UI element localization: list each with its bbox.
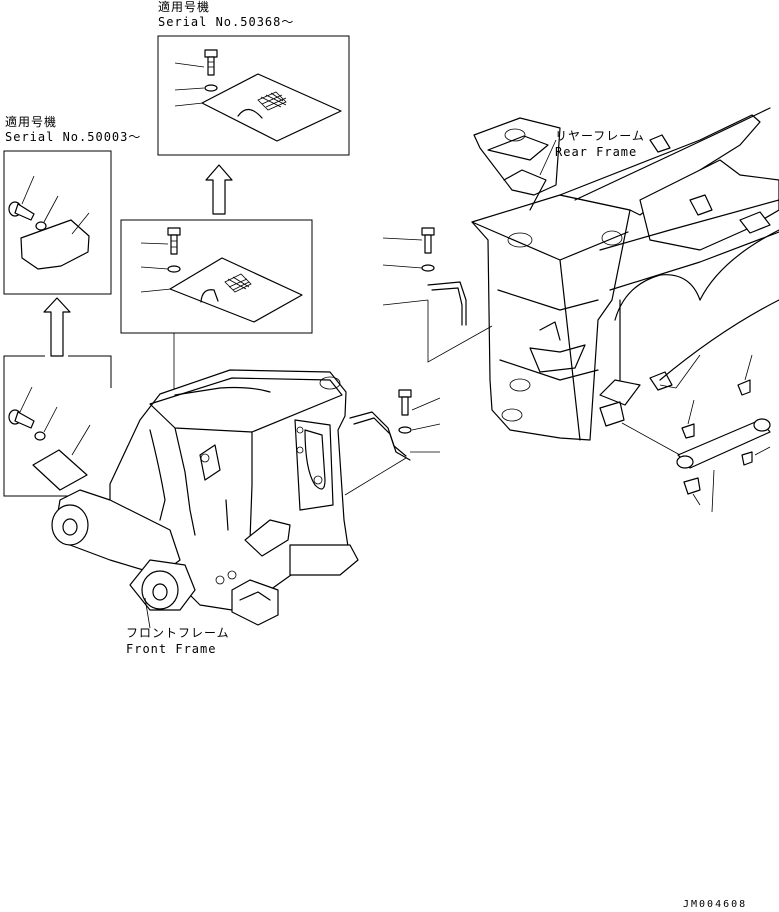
front-frame-jp-label: フロントフレーム (126, 626, 230, 640)
bolt-icon (421, 227, 435, 254)
pin-icon (683, 477, 701, 495)
cover-plate-icon (32, 449, 88, 491)
cover-plate-icon (201, 73, 342, 142)
washer-icon (398, 426, 412, 434)
serial-left-jp-label: 適用号機 (5, 115, 58, 129)
rear-bracket-assembly (382, 227, 493, 363)
drawing-id: JM004608 (683, 899, 748, 910)
rear-frame (471, 107, 779, 441)
washer-icon (167, 265, 181, 273)
washer-icon (421, 264, 435, 272)
washer-icon (34, 431, 46, 441)
bolt-icon (204, 49, 218, 76)
tie-bar (621, 354, 771, 513)
rear-frame-leader (539, 139, 557, 176)
pin-icon (741, 451, 753, 466)
detail-box-serial-50368 (157, 35, 350, 156)
rear-frame-jp-label: リヤーフレーム (555, 129, 645, 143)
bolt-icon (8, 201, 35, 221)
up-arrow-icon (43, 297, 71, 357)
rear-frame-en-label: Rear Frame (555, 145, 638, 159)
cover-plate-icon (169, 257, 303, 323)
detail-box-lower-left (3, 355, 112, 497)
washer-icon (204, 84, 218, 92)
front-frame-leader (144, 597, 151, 629)
cover-plate-icon (20, 219, 90, 270)
bolt-icon (167, 227, 181, 255)
front-frame (51, 369, 359, 626)
pin-icon (681, 423, 695, 439)
detail-box-middle (120, 219, 313, 334)
front-frame-en-label: Front Frame (126, 642, 217, 656)
serial-top-no-label: Serial No.50368〜 (158, 15, 295, 29)
bolt-icon (398, 389, 412, 416)
bolt-icon (8, 409, 35, 429)
bracket-assembly (344, 389, 441, 496)
pin-icon (737, 379, 751, 396)
up-arrow-icon (205, 164, 233, 215)
serial-top-jp-label: 適用号機 (158, 0, 211, 14)
detail-box-serial-50003 (3, 150, 112, 295)
serial-left-no-label: Serial No.50003〜 (5, 130, 142, 144)
washer-icon (35, 221, 47, 231)
